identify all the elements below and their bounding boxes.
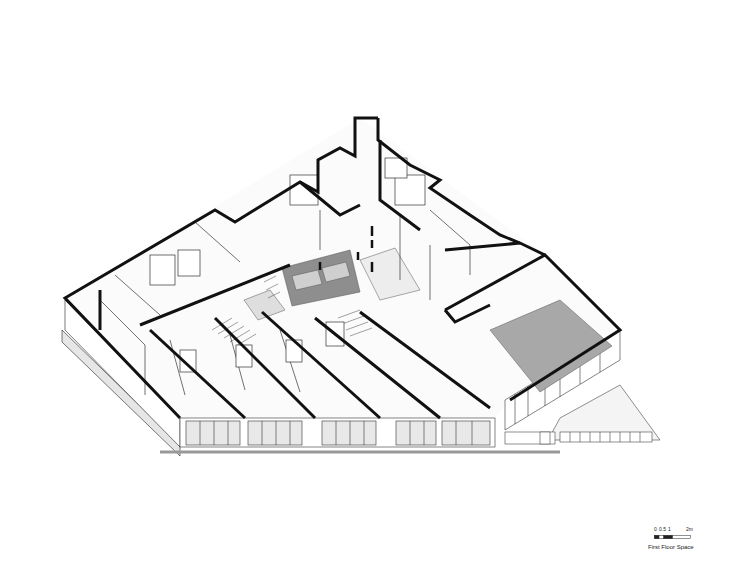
thick-walls xyxy=(65,118,620,418)
scale-number: 1 xyxy=(668,527,671,532)
scale-number: 0 xyxy=(654,527,657,532)
drawing-title: First Floor Space xyxy=(648,544,694,550)
scale-number: 2m xyxy=(686,527,693,532)
scale-bar xyxy=(655,536,691,539)
floor-plate xyxy=(65,118,620,418)
partitions xyxy=(100,158,470,395)
scale-number: 0.5 xyxy=(659,527,666,532)
columns xyxy=(320,226,372,272)
front-facade xyxy=(180,418,495,447)
plaza xyxy=(505,385,660,444)
